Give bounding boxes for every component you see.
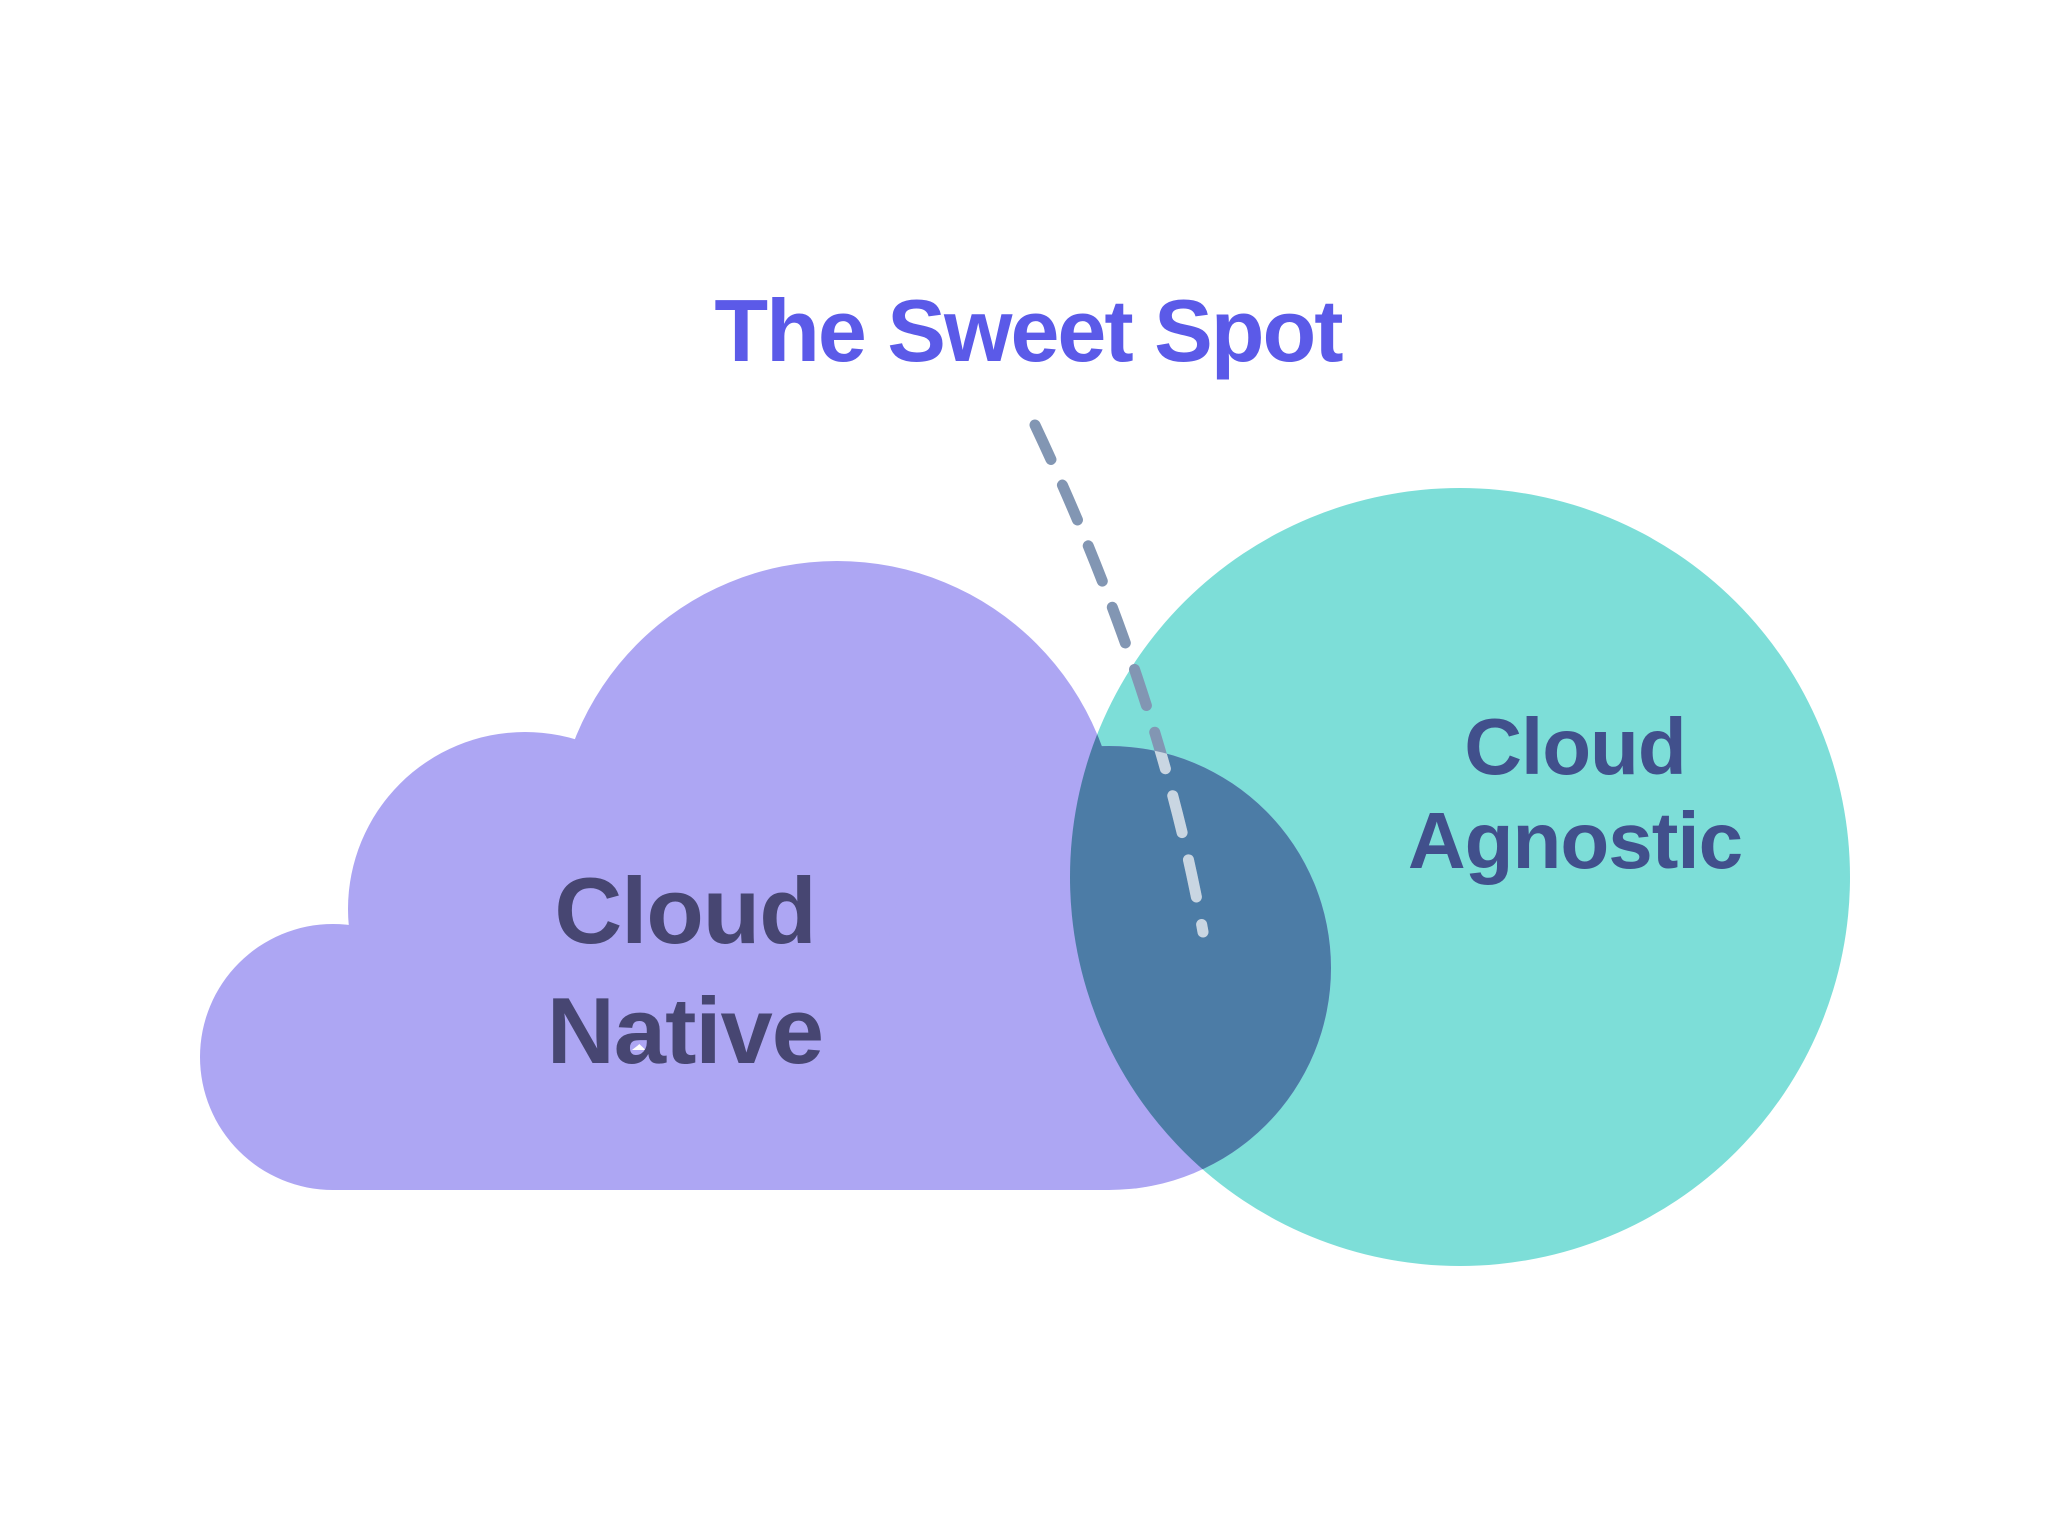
cloud-native-label-line1: Cloud	[554, 858, 816, 963]
cloud-native-label-line2: Native	[546, 978, 824, 1083]
cloud-agnostic-label: Cloud Agnostic	[1275, 700, 1875, 888]
title: The Sweet Spot	[714, 281, 1343, 380]
cloud-native-shape	[200, 561, 1331, 1190]
cloud-agnostic-label-line2: Agnostic	[1407, 796, 1743, 885]
cloud-native-label: Cloud Native	[385, 851, 985, 1091]
cloud-agnostic-label-line1: Cloud	[1464, 702, 1687, 791]
